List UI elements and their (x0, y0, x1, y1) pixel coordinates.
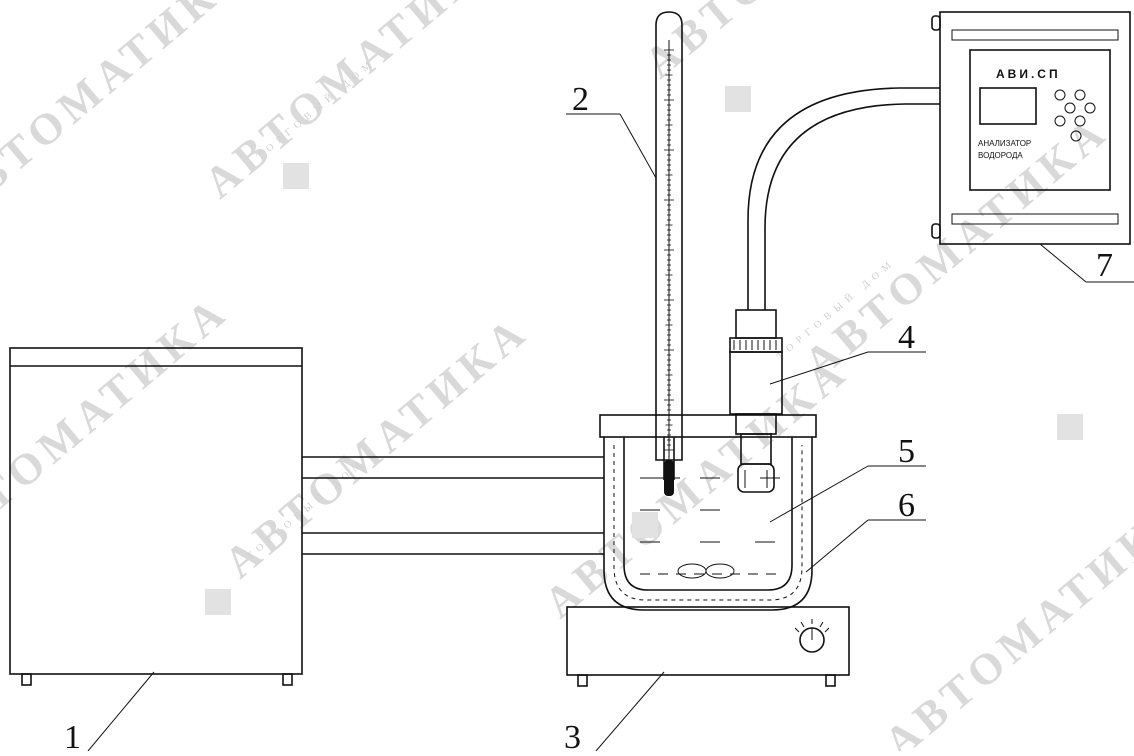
callout-7: 7 (1096, 247, 1113, 284)
analyzer-button-icon (1064, 102, 1076, 114)
callout-6: 6 (898, 487, 915, 524)
watermark-text-6: АВТОМАТИКА (0, 286, 238, 568)
watermark-text-3: АВТОМАТИКА (635, 0, 958, 88)
analyzer-brand: АВИ.СП (996, 67, 1061, 81)
watermark-text-5: АВТОМАТИКА (535, 346, 858, 628)
watermark-text-2: АВТОМАТИКА (195, 0, 518, 208)
hydrogen-analyzer: АВИ.СП АНАЛИЗАТОР ВОДОРОДА (931, 11, 1131, 245)
thermostat-unit (9, 347, 303, 686)
callout-4: 4 (898, 319, 915, 356)
hydrogen-sensor (729, 87, 940, 493)
watermark-logo-icon (632, 512, 658, 538)
analyzer-label-line2: ВОДОРОДА (978, 151, 1023, 160)
watermark-text-7: АВТОМАТИКА (795, 106, 1118, 388)
circulation-pipes (302, 456, 604, 555)
thermometer-scale (664, 49, 674, 451)
watermark-logo-icon (725, 86, 751, 112)
watermark-logo-icon (205, 589, 231, 615)
analyzer-button-icon (1074, 89, 1086, 101)
analyzer-button-icon (1070, 130, 1082, 142)
analyzer-button-icon (1054, 89, 1066, 101)
analyzer-button-icon (1084, 102, 1096, 114)
analyzer-label-line1: АНАЛИЗАТОР (978, 139, 1031, 148)
callout-5: 5 (898, 433, 915, 470)
callouts: 2 4 5 6 7 1 3 (64, 81, 1134, 756)
magnetic-stirrer (566, 606, 850, 687)
thermometer (655, 11, 683, 496)
analyzer-display (979, 87, 1037, 125)
analyzer-button-icon (1074, 115, 1086, 127)
analyzer-button-icon (1054, 115, 1066, 127)
jacketed-vessel (599, 414, 817, 611)
callout-3: 3 (564, 719, 581, 751)
callout-2: 2 (572, 81, 589, 118)
watermark-logo-icon (1057, 414, 1083, 440)
watermark-logo-icon (283, 163, 309, 189)
watermark-text-8: АВТОМАТИКА (875, 486, 1134, 751)
callout-1: 1 (64, 719, 81, 751)
